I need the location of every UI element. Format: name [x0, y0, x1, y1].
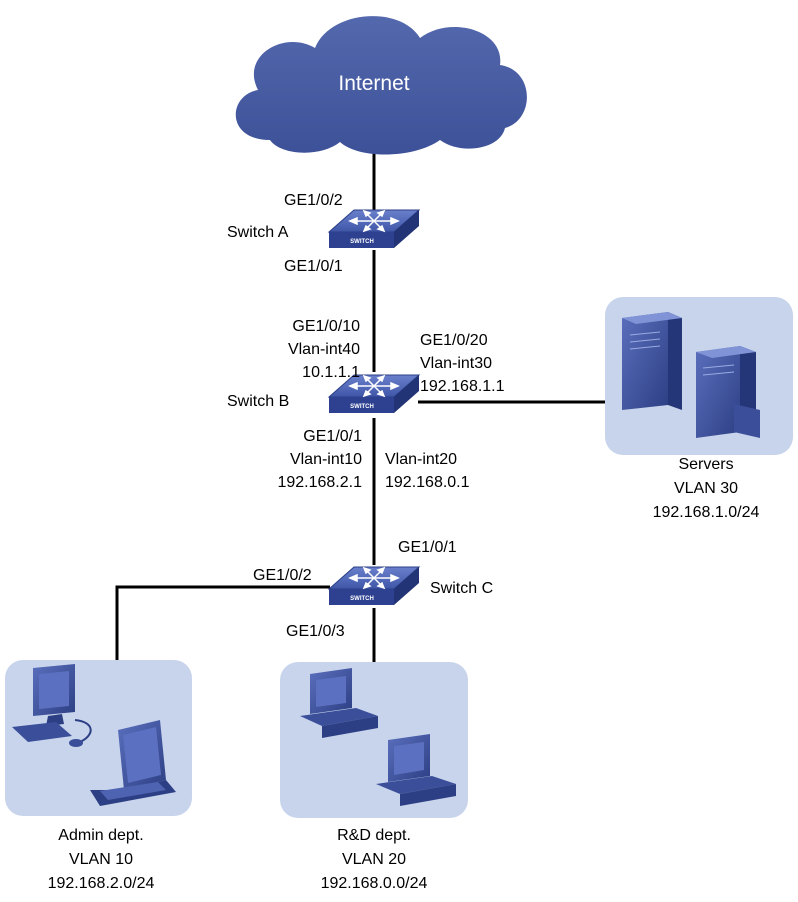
rd-subnet: 192.168.0.0/24 [321, 875, 428, 892]
switch-b-down-ip10: 192.168.2.1 [277, 474, 362, 491]
switch-b-down-vlan20: Vlan-int20 [385, 451, 457, 468]
rd-vlan: VLAN 20 [342, 851, 406, 868]
switch-b-right-ip: 192.168.1.1 [420, 378, 505, 395]
switch-b-down-port: GE1/0/1 [303, 428, 362, 445]
laptop-icon [90, 720, 176, 806]
switch-c-icon: SWITCH [328, 566, 420, 606]
switch-b-right-port: GE1/0/20 [420, 332, 488, 349]
switch-c-port-left: GE1/0/2 [253, 567, 312, 584]
switch-b-down-ip20: 192.168.0.1 [385, 474, 470, 491]
server-tower-icon [696, 346, 760, 438]
switch-b-right-vlan: Vlan-int30 [420, 355, 492, 372]
switch-b-icon: SWITCH [328, 374, 420, 414]
switch-b-up-vlan: Vlan-int40 [288, 341, 360, 358]
switch-a-tag: SWITCH [350, 239, 374, 245]
servers-subnet: 192.168.1.0/24 [653, 504, 760, 521]
switch-a-name: Switch A [227, 224, 289, 241]
switch-c-name: Switch C [430, 580, 493, 597]
admin-name: Admin dept. [58, 827, 143, 844]
switch-a-icon: SWITCH [328, 209, 420, 249]
switch-c-port-up: GE1/0/1 [398, 539, 457, 556]
switch-a-port-up: GE1/0/2 [284, 192, 343, 209]
internet-label: Internet [338, 72, 409, 95]
switch-c-port-down: GE1/0/3 [286, 623, 345, 640]
link-switch-c-admin [115, 585, 330, 660]
switch-a-port-down: GE1/0/1 [284, 258, 343, 275]
switch-c-tag: SWITCH [350, 596, 374, 602]
admin-vlan: VLAN 10 [69, 851, 133, 868]
desktop-computer-icon [376, 734, 456, 806]
internet-cloud-icon: Internet [235, 16, 527, 155]
admin-subnet: 192.168.2.0/24 [48, 875, 155, 892]
servers-vlan: VLAN 30 [674, 480, 738, 497]
switch-b-up-ip: 10.1.1.1 [302, 364, 360, 381]
switch-b-up-port: GE1/0/10 [292, 318, 360, 335]
desktop-computer-icon [300, 668, 378, 738]
desktop-computer-icon [12, 664, 92, 747]
switch-b-tag: SWITCH [350, 404, 374, 410]
switch-b-name: Switch B [227, 393, 289, 410]
server-tower-icon [622, 312, 682, 410]
switch-b-down-vlan10: Vlan-int10 [290, 451, 362, 468]
servers-name: Servers [678, 456, 733, 473]
rd-name: R&D dept. [337, 827, 411, 844]
